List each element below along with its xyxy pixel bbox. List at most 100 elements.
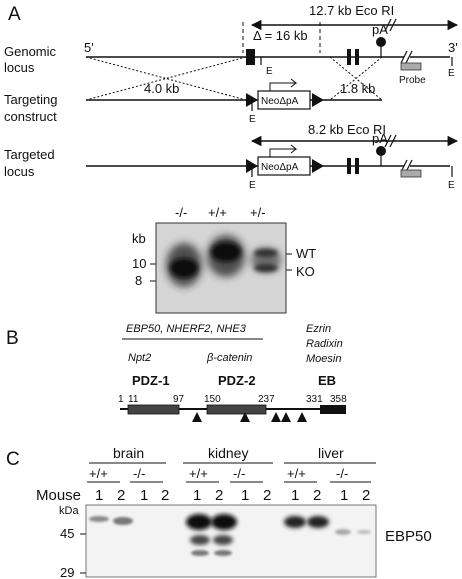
mouse-num-10: 2	[313, 487, 321, 504]
mouse-num-2: 2	[117, 487, 125, 504]
three-prime-label: 3'	[448, 40, 458, 55]
genotype-liver-wt: +/+	[287, 466, 306, 481]
mouse-num-12: 2	[362, 487, 370, 504]
mouse-num-9: 1	[291, 487, 299, 504]
eco-ri-bottom-arrow	[250, 134, 459, 148]
kda-label: kDa	[59, 505, 79, 517]
targeted-probe-box	[400, 169, 422, 178]
five-prime-label: 5'	[84, 40, 94, 55]
left-arm-label: 4.0 kb	[144, 81, 179, 96]
kda-marker-29: 29	[60, 565, 74, 579]
genotype-brain-ko: -/-	[133, 466, 145, 481]
domain-eb-label: EB	[318, 373, 336, 388]
mouse-num-1: 1	[95, 487, 103, 504]
binding-catenin: β-catenin	[206, 352, 252, 364]
mouse-num-8: 2	[263, 487, 271, 504]
binding-npt2: Npt2	[128, 352, 151, 364]
pdz2-domain-bar	[206, 404, 267, 415]
eco-ri-top-arrow	[250, 18, 459, 32]
pos-1: 1	[118, 394, 124, 405]
pa-signal-icon	[376, 37, 386, 47]
mouse-num-4: 2	[161, 487, 169, 504]
neo-promoter-arrow-1	[269, 78, 298, 91]
blot-lane-3: +/-	[250, 205, 266, 220]
site-triangle-5	[297, 412, 307, 422]
targeted-label-1: Targeted	[4, 147, 55, 162]
e-label-targeted-1: E	[249, 180, 256, 191]
eb-domain-bar	[320, 405, 346, 414]
western-blot-image	[85, 504, 377, 578]
targeted-exon-2	[347, 158, 351, 174]
genotype-brain-wt: +/+	[89, 466, 108, 481]
blot-marker-8: 8	[135, 273, 142, 288]
neo-cassette-1	[257, 90, 311, 110]
mouse-num-6: 2	[215, 487, 223, 504]
kda-marker-45: 45	[60, 526, 74, 541]
mouse-num-11: 1	[340, 487, 348, 504]
neo-label-2: NeoΔpA	[261, 162, 299, 173]
blot-lane-2: +/+	[208, 205, 227, 220]
site-triangle-1	[192, 412, 202, 422]
site-triangle-3	[271, 412, 281, 422]
loxp-right-icon	[312, 93, 324, 107]
erm-moesin: Moesin	[306, 353, 341, 365]
exon-2	[347, 49, 351, 65]
panel-a-letter: A	[8, 4, 21, 25]
e-label-genomic-1: E	[266, 66, 273, 77]
mouse-num-3: 1	[140, 487, 148, 504]
tissue-kidney: kidney	[208, 445, 248, 461]
blot-lane-1: -/-	[175, 205, 187, 220]
pos-331: 331	[306, 394, 323, 405]
genotype-liver-ko: -/-	[336, 466, 348, 481]
pdz1-domain-bar	[127, 404, 180, 415]
southern-blot-image	[155, 222, 287, 314]
genomic-break-1	[400, 50, 408, 64]
mouse-num-5: 1	[193, 487, 201, 504]
pos-11: 11	[128, 394, 139, 405]
mouse-label: Mouse	[36, 487, 81, 504]
binding-partners-line: EBP50, NHERF2, NHE3	[126, 323, 247, 335]
panel-c-letter: C	[6, 449, 20, 470]
domain-pdz1-label: PDZ-1	[132, 373, 170, 388]
e-label-targeted-2: E	[448, 180, 455, 191]
neo-cassette-2	[257, 156, 311, 176]
neo-promoter-arrow-2	[269, 144, 298, 157]
right-arm-label: 1.8 kb	[340, 81, 375, 96]
panel-b-letter: B	[6, 328, 19, 349]
pa-label: pA	[372, 22, 388, 37]
probe-label: Probe	[399, 75, 426, 86]
site-triangle-2	[240, 412, 250, 422]
targeted-exon-3	[355, 158, 359, 174]
erm-ezrin: Ezrin	[306, 323, 331, 335]
ko-band-label: KO	[296, 264, 315, 279]
blot-marker-10: 10	[132, 256, 146, 271]
genotype-kidney-wt: +/+	[189, 466, 208, 481]
genomic-label-1: Genomic	[4, 44, 57, 59]
eco-ri-bottom-label: 8.2 kb Eco RI	[308, 122, 386, 137]
exon-3	[355, 49, 359, 65]
tissue-brain: brain	[113, 445, 144, 461]
e-label-construct: E	[249, 114, 256, 125]
erm-radixin: Radixin	[306, 338, 343, 350]
loxp-targeted-right-icon	[312, 159, 324, 173]
neo-label-1: NeoΔpA	[261, 96, 299, 107]
mouse-num-7: 1	[241, 487, 249, 504]
targeting-label-1: Targeting	[4, 92, 57, 107]
e-label-genomic-2: E	[448, 68, 455, 79]
targeted-pa-label: pA	[372, 131, 388, 146]
crossover-line-4	[329, 56, 383, 101]
genomic-label-2: locus	[4, 60, 35, 75]
deletion-label: Δ = 16 kb	[253, 28, 308, 43]
site-triangle-4	[281, 412, 291, 422]
pos-150: 150	[204, 394, 221, 405]
targeting-label-2: construct	[4, 109, 57, 124]
genomic-break-2	[405, 50, 413, 64]
blot-kb-label: kb	[132, 231, 146, 246]
protein-label: EBP50	[385, 528, 432, 545]
wt-band-label: WT	[296, 246, 316, 261]
tissue-liver: liver	[318, 445, 344, 461]
pos-237: 237	[258, 394, 275, 405]
eco-ri-top-label: 12.7 kb Eco RI	[309, 3, 394, 18]
probe-box	[400, 62, 422, 71]
